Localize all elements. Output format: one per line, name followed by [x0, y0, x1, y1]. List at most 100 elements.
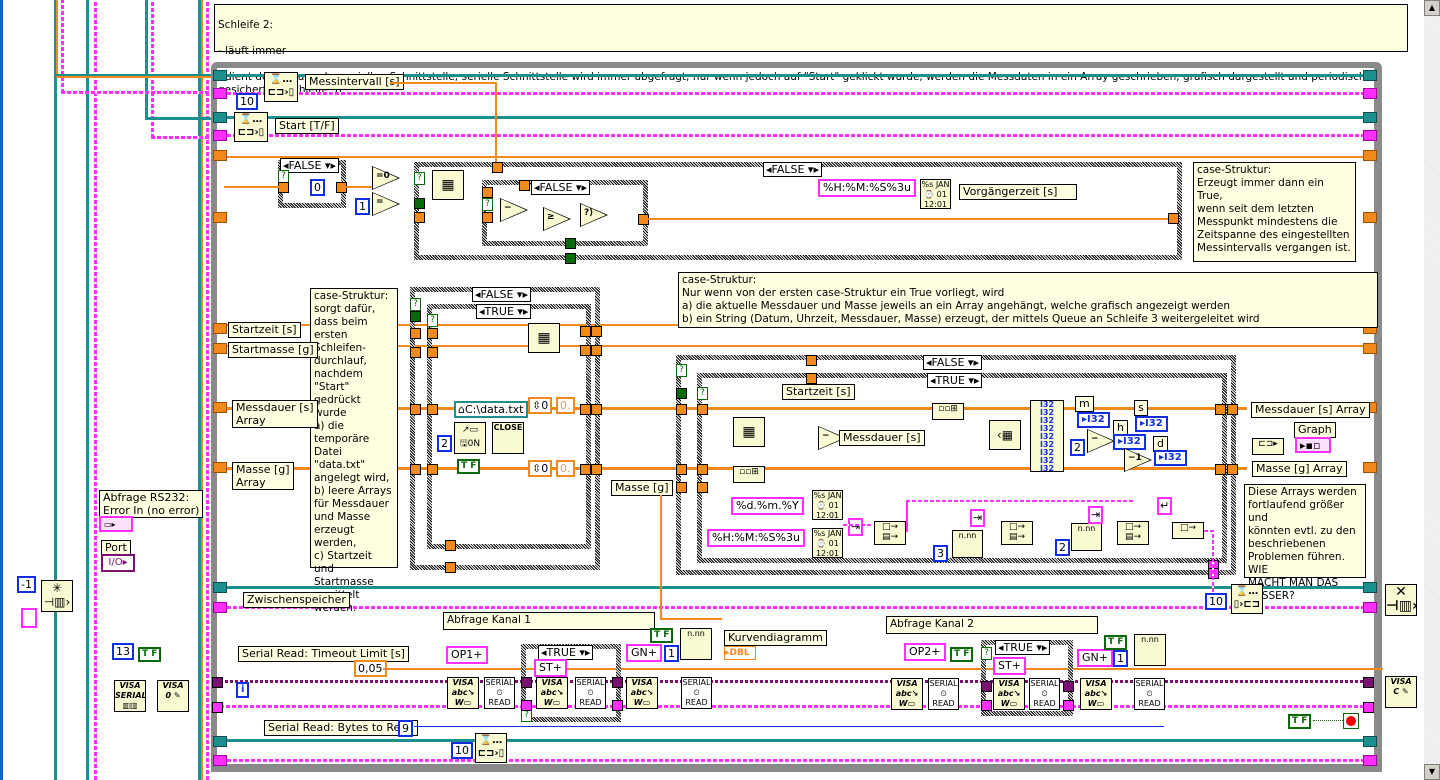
time-format-constant[interactable]: %H:%M:%S%3u — [818, 179, 916, 197]
shift-register-right[interactable] — [1363, 70, 1377, 81]
tab-constant[interactable]: ⇥ — [970, 509, 986, 527]
array-index-constant[interactable]: ⇳0 — [528, 460, 553, 477]
error-in-control[interactable]: ▭▸ — [99, 516, 133, 532]
scroll-up-button[interactable]: ▲ — [1424, 0, 1440, 16]
subtract-node[interactable]: − — [500, 198, 528, 222]
enqueue-node[interactable]: ⌛…▯›⊏⊐ — [1231, 584, 1263, 614]
create-mode-constant[interactable]: 2 — [437, 435, 452, 452]
equal-node[interactable]: = — [372, 192, 400, 216]
shift-register-left[interactable] — [213, 150, 227, 161]
case-selector[interactable]: ◂TRUE ▾▸ — [538, 645, 594, 660]
scroll-down-button[interactable]: ▼ — [1424, 764, 1440, 780]
seconds-to-date-time-node[interactable]: ‹▦ — [989, 420, 1021, 450]
shift-register-right[interactable] — [1363, 602, 1377, 613]
shift-register-left[interactable] — [213, 130, 227, 141]
shift-register-right[interactable] — [1363, 462, 1377, 473]
selector-arrow-left[interactable]: ◂ — [534, 181, 540, 194]
subtract-node[interactable]: − — [1087, 429, 1115, 453]
tick-count-node[interactable]: ▦ — [733, 417, 765, 447]
selector-arrow-left[interactable]: ◂ — [541, 646, 547, 659]
preview-queue-node[interactable]: ⌛…⊏⊐›▯ — [264, 72, 298, 102]
serial-read-node[interactable]: SERIAL⏲READ — [681, 677, 712, 709]
shift-register-right[interactable] — [1363, 112, 1377, 123]
minute-indicator[interactable]: ▸I32 — [1077, 412, 1110, 428]
timeout-constant[interactable]: 10 — [236, 93, 258, 110]
serial-read-node[interactable]: SERIAL⏲READ — [575, 677, 606, 709]
kurvendiagramm-indicator[interactable]: ▸DBL — [724, 646, 756, 660]
timeout-limit-constant[interactable]: 0,05 — [354, 660, 387, 677]
preview-queue-node[interactable]: ⌛…⊏⊐›▯ — [475, 733, 507, 763]
concatenate-strings-node[interactable]: □→▤→ — [874, 521, 906, 545]
serial-read-node[interactable]: SERIAL⏲READ — [1134, 678, 1165, 710]
selector-arrow-left[interactable]: ◂ — [479, 305, 485, 318]
string-constant[interactable] — [21, 608, 37, 628]
number-to-fractional-string-node[interactable]: n.nn — [1071, 523, 1102, 551]
op1-command-constant[interactable]: OP1+ — [446, 646, 488, 664]
bundle-node[interactable]: ⊏⊐▸ — [1252, 438, 1284, 455]
tab-constant[interactable]: ⇥ — [1088, 506, 1104, 524]
precision-constant[interactable]: 3 — [933, 545, 948, 562]
obtain-queue-node[interactable]: ✳⊣▥› — [41, 580, 73, 612]
loop-condition-terminal[interactable] — [1343, 713, 1359, 729]
false-constant[interactable]: T F — [1288, 714, 1312, 729]
shift-register-left[interactable] — [213, 323, 227, 334]
selector-arrow-left[interactable]: ◂ — [926, 356, 932, 369]
shift-register-left[interactable] — [213, 582, 227, 593]
gn-command-constant[interactable]: GN+ — [626, 644, 662, 662]
vertical-scrollbar[interactable] — [1424, 0, 1440, 780]
case-selector[interactable]: ◂TRUE ▾▸ — [927, 373, 983, 388]
false-constant[interactable]: T F — [950, 647, 974, 662]
concatenate-strings-node[interactable]: □→▤→ — [1117, 521, 1149, 545]
select-node[interactable]: ?⟩ — [580, 203, 608, 227]
build-array-node[interactable]: ▫▫⊞ — [932, 403, 964, 420]
eol-constant[interactable]: ↵ — [1157, 497, 1173, 515]
concatenate-strings-node[interactable]: □→ — [1172, 522, 1204, 539]
shift-register-left[interactable] — [213, 343, 227, 354]
offset-constant[interactable]: 1 — [1113, 650, 1128, 667]
fract-string-to-number-node[interactable]: n.nn — [680, 628, 712, 660]
shift-register-right[interactable] — [1363, 343, 1377, 354]
case-selector[interactable]: ◂FALSE ▾▸ — [923, 355, 982, 370]
enable-termchar-constant[interactable]: T F — [138, 647, 162, 662]
preview-queue-node[interactable]: ⌛…⊏⊐›▯ — [234, 112, 268, 142]
file-path-constant[interactable]: ⌂C:\data.txt — [454, 401, 528, 418]
build-array-node[interactable]: ▫▫⊞ — [733, 466, 765, 483]
shift-register-right[interactable] — [1363, 582, 1377, 593]
time-format-constant[interactable]: %H:%M:%S%3u — [707, 529, 805, 547]
offset-constant[interactable]: 1 — [664, 645, 679, 662]
serial-read-node[interactable]: SERIAL⏲READ — [928, 678, 959, 710]
case-selector[interactable]: ◂FALSE ▾▸ — [472, 287, 531, 302]
zero-constant[interactable]: 0 — [310, 179, 325, 196]
tick-count-node[interactable]: ▦ — [432, 170, 464, 200]
case-selector[interactable]: ◂TRUE ▾▸ — [995, 640, 1051, 655]
shift-register-left[interactable] — [213, 112, 227, 123]
one-constant[interactable]: 1 — [355, 198, 370, 215]
precision-constant[interactable]: 2 — [1055, 539, 1070, 556]
close-file-node[interactable]: CLOSE — [492, 422, 524, 454]
shift-register-left[interactable] — [213, 88, 227, 99]
case-selector[interactable]: ◂FALSE ▾▸ — [280, 158, 339, 173]
shift-register-right[interactable] — [1363, 755, 1377, 766]
while-loop-2[interactable] — [211, 62, 1382, 772]
false-constant[interactable]: T F — [650, 628, 674, 643]
case-selector[interactable]: ◂FALSE ▾▸ — [531, 180, 590, 195]
release-queue-node[interactable]: ✕⊣▥› — [1385, 584, 1418, 616]
serial-read-node[interactable]: SERIAL⏲READ — [1029, 678, 1060, 710]
port-control[interactable]: I/O▸ — [101, 554, 135, 572]
number-to-fractional-string-node[interactable]: n.nn — [952, 530, 983, 558]
dequeue-timeout-constant[interactable]: 10 — [451, 742, 473, 759]
decrement-node[interactable]: −1 — [1124, 448, 1152, 472]
false-constant[interactable]: T F — [1104, 635, 1128, 650]
shift-register-right[interactable] — [1363, 150, 1377, 161]
op2-command-constant[interactable]: OP2+ — [904, 643, 946, 661]
concatenate-strings-node[interactable]: □→▤→ — [1001, 521, 1033, 545]
